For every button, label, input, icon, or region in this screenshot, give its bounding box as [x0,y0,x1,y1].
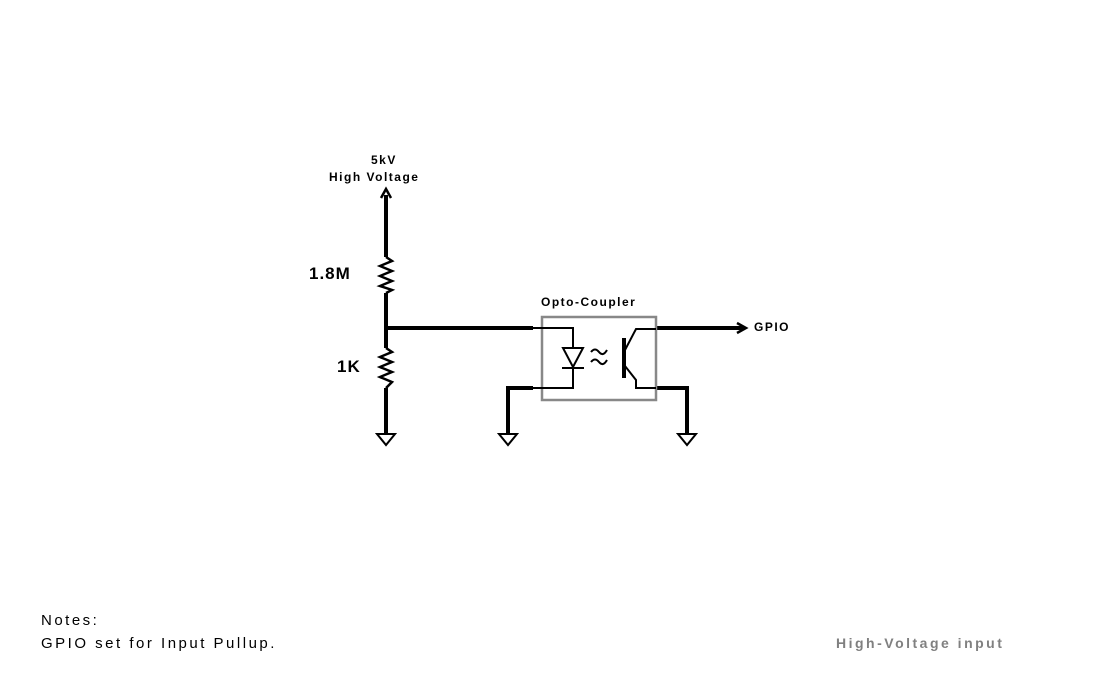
optocoupler-box [540,315,658,402]
gpio-arrow-icon [736,321,749,335]
notes-line: GPIO set for Input Pullup. [41,635,277,652]
led-icon [561,347,585,370]
optocoupler-label: Opto-Coupler [541,295,637,309]
diagram-title: High-Voltage input [836,635,1005,651]
resistor-lower-label: 1K [337,357,361,376]
ground-icon [675,433,699,447]
light-wave-icon [590,348,608,366]
ground-icon [374,433,398,447]
led-return-wire [506,386,533,433]
emitter-wire [656,386,689,433]
resistor-1k [376,346,396,389]
resistor-upper-label: 1.8M [309,264,351,283]
resistor-1-8m [376,255,396,295]
hv-arrow-icon [379,186,393,199]
gpio-label: GPIO [754,320,791,334]
supply-voltage-label: 5kV [371,153,397,167]
ground-icons [374,433,699,447]
ground-icon [496,433,520,447]
notes-heading: Notes: [41,612,100,629]
supply-label: High Voltage [329,170,420,184]
